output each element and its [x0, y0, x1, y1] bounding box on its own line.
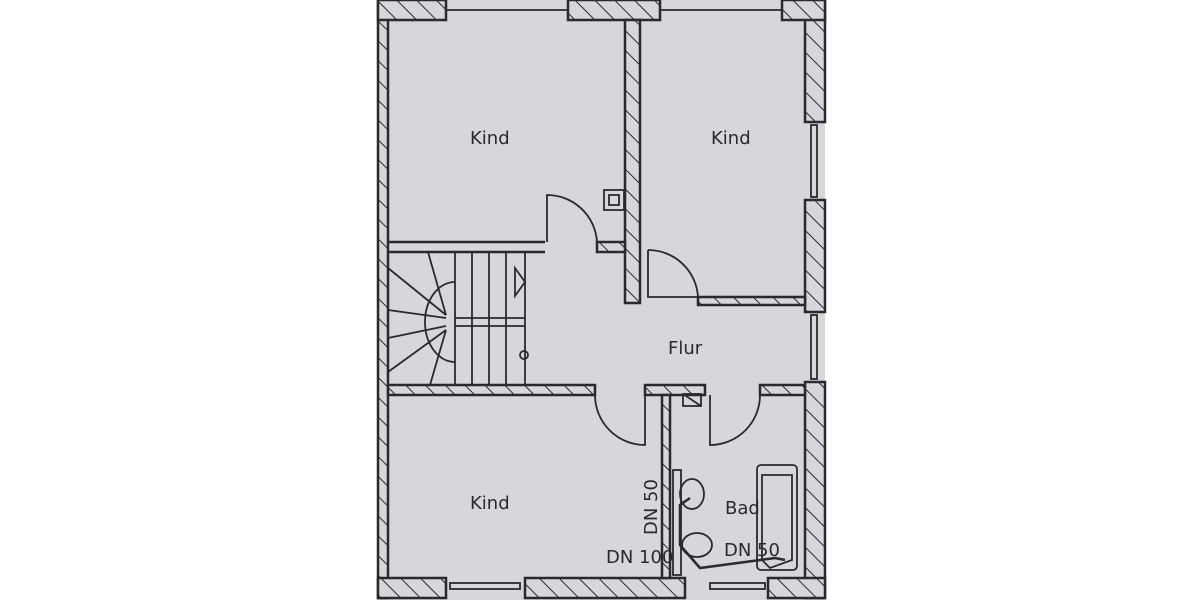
room-label-kind-top-left: Kind: [470, 128, 510, 149]
chimney-shaft: [603, 189, 625, 211]
pipe-label-dn50-bath: DN 50: [724, 540, 780, 561]
doors: [546, 194, 761, 446]
room-label-flur: Flur: [668, 338, 703, 359]
bathtub-icon: [756, 464, 798, 571]
pipe-label-dn50-vertical: DN 50: [641, 479, 662, 535]
pipe-label-dn100: DN 100: [606, 547, 673, 568]
washbasin-icon: [679, 478, 705, 510]
outer-walls: [376, 0, 827, 600]
staircase: [387, 251, 529, 386]
toilet-icon: [681, 532, 713, 558]
bathroom-fixtures: [672, 393, 798, 576]
room-label-kind-bottom: Kind: [470, 493, 510, 514]
room-label-bad: Bad: [725, 498, 760, 519]
interior-walls: [386, 18, 807, 580]
windows: [446, 9, 818, 590]
room-label-kind-top-right: Kind: [711, 128, 751, 149]
